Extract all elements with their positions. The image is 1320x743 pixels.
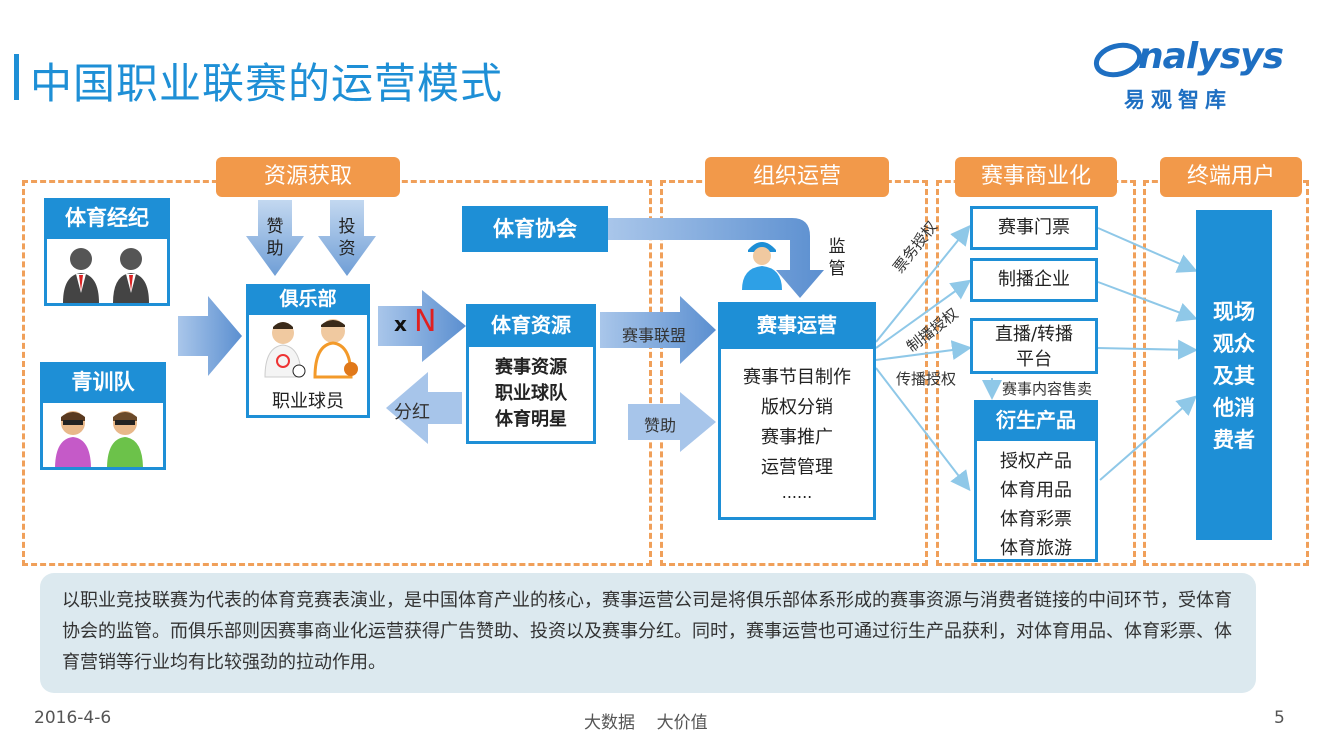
youth-players-icon <box>55 411 143 469</box>
arrow-club-to-resources <box>378 290 466 362</box>
club-box: 职业球员 <box>246 312 370 418</box>
agent-image <box>44 236 170 306</box>
multiplier-x: x <box>394 312 407 336</box>
description-text: 以职业竞技联赛为代表的体育竞赛表演业，是中国体育产业的核心，赛事运营公司是将俱乐… <box>40 573 1256 693</box>
logo-subtitle: 易观智库 <box>1124 88 1232 112</box>
footer-slogan: 大数据 大价值 <box>584 713 708 733</box>
operation-item: 赛事节目制作 <box>743 367 851 388</box>
multiplier-n: N <box>414 304 437 339</box>
consumers-box: 现场 观众 及其 他消 费者 <box>1196 210 1272 540</box>
invest-in-label: 投 资 <box>338 217 356 259</box>
event-operation-header: 赛事运营 <box>718 302 876 348</box>
section-label-resources: 资源获取 <box>216 157 400 197</box>
derivative-item: 体育旅游 <box>1000 538 1072 559</box>
arrow-into-club <box>178 296 242 376</box>
dividend-label: 分红 <box>394 402 430 423</box>
logo-swoosh-icon <box>1093 42 1142 78</box>
youth-image <box>40 400 166 470</box>
arrow-invest-down <box>318 200 376 276</box>
derivative-item: 授权产品 <box>1000 451 1072 472</box>
title-accent-bar <box>14 54 19 100</box>
section-label-endusers: 终端用户 <box>1160 157 1302 197</box>
youth-header: 青训队 <box>40 362 166 402</box>
supervisor-icon <box>742 242 782 290</box>
players-icon <box>264 319 358 379</box>
event-operation-box: 赛事节目制作 版权分销 赛事推广 运营管理 ...... <box>718 346 876 520</box>
section-label-commercial: 赛事商业化 <box>955 157 1117 197</box>
operation-item: ...... <box>781 483 813 502</box>
supervise-label: 监 管 <box>828 237 846 279</box>
arrow-event-league <box>600 296 716 364</box>
arrow-dividend-back <box>386 372 462 444</box>
event-league-label: 赛事联盟 <box>622 326 687 345</box>
derivatives-header: 衍生产品 <box>974 400 1098 440</box>
operation-item: 版权分销 <box>761 397 833 418</box>
club-header: 俱乐部 <box>246 284 370 314</box>
operation-item: 运营管理 <box>761 457 833 478</box>
footer-page-number: 5 <box>1274 708 1285 728</box>
sponsor-in-label: 赞 助 <box>266 217 284 259</box>
tickets-box: 赛事门票 <box>970 206 1098 250</box>
arrow-sponsor-in <box>628 392 716 452</box>
content-sale-label: 赛事内容售卖 <box>1002 380 1093 398</box>
broadcast-company-box: 制播企业 <box>970 258 1098 302</box>
footer-date: 2016-4-6 <box>34 708 112 728</box>
association-box: 体育协会 <box>462 206 608 252</box>
live-platform-box: 直播/转播 平台 <box>970 318 1098 374</box>
club-players-label: 职业球员 <box>272 391 344 412</box>
resource-item: 职业球队 <box>495 383 567 404</box>
resource-item: 赛事资源 <box>495 357 567 378</box>
derivatives-box: 授权产品 体育用品 体育彩票 体育旅游 <box>974 438 1098 562</box>
derivative-item: 体育彩票 <box>1000 509 1072 530</box>
arrow-sponsor-down <box>246 200 304 276</box>
logo-text: nalysys <box>1138 36 1284 77</box>
stream-auth-label: 传播授权 <box>896 370 957 388</box>
section-label-operations: 组织运营 <box>705 157 889 197</box>
sports-resources-box: 赛事资源 职业球队 体育明星 <box>466 344 596 444</box>
sponsor-flow-label: 赞助 <box>644 416 677 435</box>
operation-item: 赛事推广 <box>761 427 833 448</box>
derivative-item: 体育用品 <box>1000 480 1072 501</box>
businessman-icon <box>63 248 149 303</box>
agent-header: 体育经纪 <box>44 198 170 238</box>
page-title: 中国职业联赛的运营模式 <box>30 59 504 108</box>
sports-resources-header: 体育资源 <box>466 304 596 346</box>
resource-item: 体育明星 <box>495 409 567 430</box>
arrow-association-supervise <box>608 218 824 298</box>
